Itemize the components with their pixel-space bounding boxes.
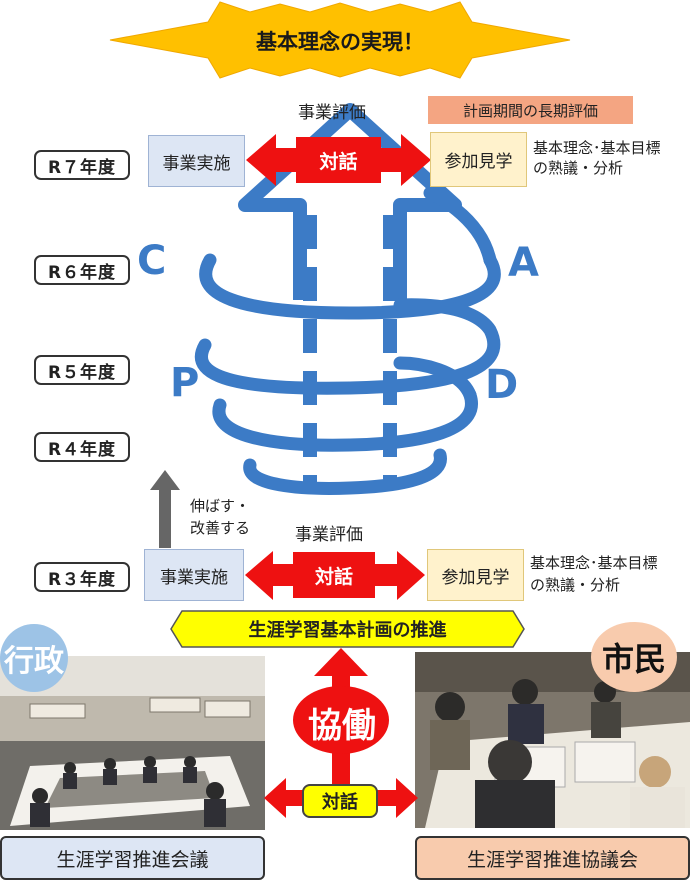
bottom-implementation-box: 事業実施 [144, 549, 244, 601]
gyosei-meeting-photo [0, 656, 265, 830]
top-participation-box: 参加見学 [430, 132, 527, 187]
top-dialogue-double-arrow [246, 134, 431, 186]
shimin-badge: 市民 [591, 622, 677, 692]
cycle-letter-p: P [170, 360, 200, 406]
gyosei-label: 行政 [4, 644, 64, 679]
bottom-note-line1: 基本理念･基本目標 [530, 554, 658, 572]
bottom-participation-box: 参加見学 [427, 549, 524, 601]
shimin-label: 市民 [601, 640, 666, 678]
top-note-line2: の熟議・分析 [533, 159, 624, 177]
pdca-spiral-graphic [194, 103, 501, 495]
improve-line2: 改善する [190, 519, 251, 537]
bottom-dialogue-badge-label: 対話 [322, 792, 358, 813]
cycle-letter-d: D [485, 362, 519, 408]
improve-up-arrow [150, 470, 180, 548]
suishin-kyogikai-box: 生涯学習推進協議会 [415, 836, 690, 880]
bottom-dialogue-badge: 対話 [302, 784, 378, 818]
gyosei-badge: 行政 [0, 624, 68, 692]
kyodo-label: 協働 [308, 705, 376, 746]
bottom-eval-label: 事業評価 [295, 525, 363, 545]
year-r3: R３年度 [34, 562, 130, 592]
top-dialogue-label: 対話 [319, 150, 358, 173]
year-r4: R４年度 [34, 432, 130, 462]
bottom-dialogue-label: 対話 [314, 565, 353, 588]
suishin-kaigi-box: 生涯学習推進会議 [0, 836, 265, 880]
improve-line1: 伸ばす・ [190, 497, 251, 515]
year-r5: R５年度 [34, 355, 130, 385]
banner-title: 基本理念の実現！ [256, 30, 424, 54]
year-r7: R７年度 [34, 150, 130, 180]
top-eval-label: 事業評価 [298, 103, 366, 123]
top-note-line1: 基本理念･基本目標 [533, 139, 661, 157]
cycle-letter-c: C [137, 238, 167, 284]
bottom-dialogue-double-arrow [245, 551, 425, 600]
long-term-eval-badge: 計画期間の長期評価 [428, 96, 633, 124]
bottom-note-line2: の熟議・分析 [530, 576, 621, 594]
banner-burst [109, 1, 571, 79]
promotion-banner-shape [170, 610, 525, 648]
year-r6: R６年度 [34, 255, 130, 285]
promotion-banner-text: 生涯学習基本計画の推進 [248, 620, 447, 641]
top-implementation-box: 事業実施 [148, 135, 245, 187]
cycle-letter-a: A [508, 240, 539, 286]
shimin-workshop-photo [415, 652, 690, 828]
arrow-outline [238, 103, 462, 300]
